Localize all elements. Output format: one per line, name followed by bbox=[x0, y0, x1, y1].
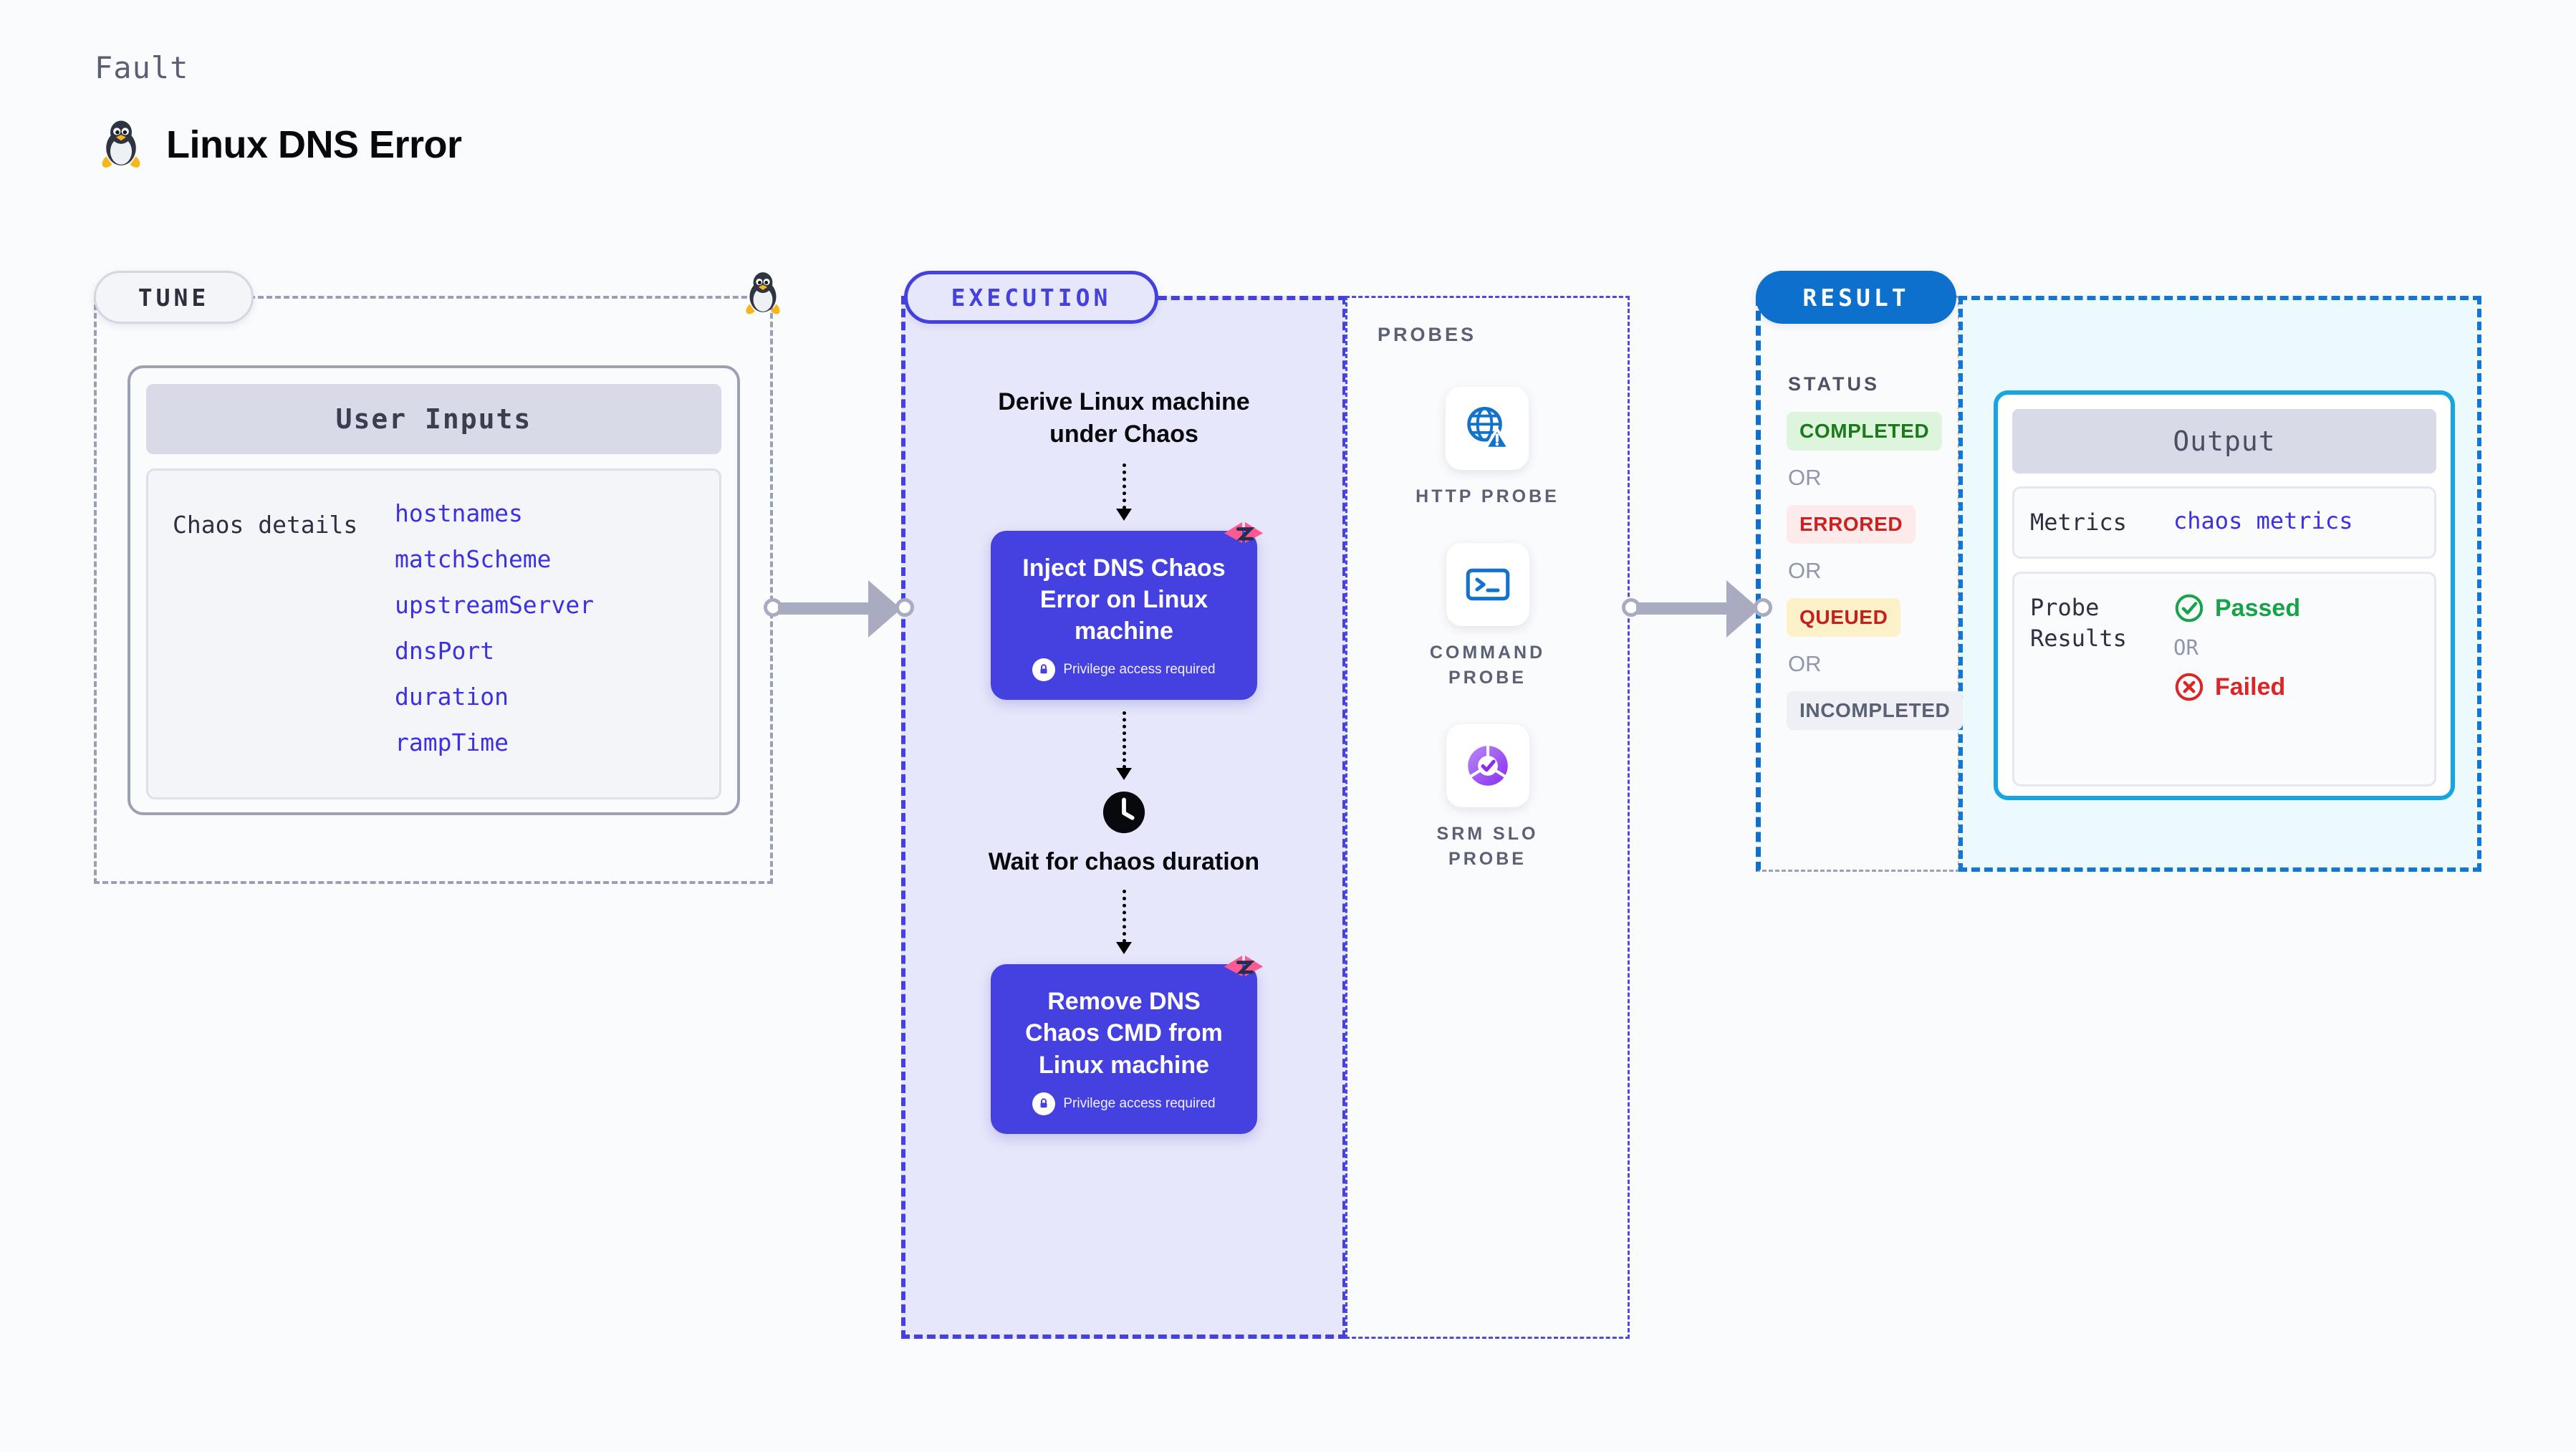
flow-arrow-icon bbox=[1116, 711, 1132, 781]
lock-icon bbox=[1032, 658, 1056, 682]
flow-arrow-icon bbox=[1116, 463, 1132, 521]
chaos-details-row: Chaos details hostnames matchScheme upst… bbox=[146, 468, 721, 799]
page-title: Linux DNS Error bbox=[166, 123, 462, 166]
status-or-label: OR bbox=[1788, 651, 1822, 676]
param-duration[interactable]: duration bbox=[395, 683, 509, 711]
probe-result-failed: Failed bbox=[2173, 671, 2300, 703]
output-probe-results-row: Probe Results Passed OR Failed bbox=[2012, 572, 2436, 787]
probe-result-passed: Passed bbox=[2173, 592, 2300, 624]
status-or-label: OR bbox=[1788, 465, 1822, 490]
output-metrics-value[interactable]: chaos metrics bbox=[2173, 507, 2353, 534]
param-hostnames[interactable]: hostnames bbox=[395, 499, 523, 527]
litmus-ribbon-icon bbox=[1224, 521, 1264, 543]
output-metrics-key: Metrics bbox=[2030, 509, 2127, 536]
output-probe-results-key: Probe Results bbox=[2030, 594, 2127, 653]
litmus-ribbon-icon bbox=[1224, 956, 1264, 977]
terminal-icon bbox=[1466, 568, 1509, 600]
probes-title: PROBES bbox=[1378, 324, 1477, 345]
command-probe-label: COMMAND PROBE bbox=[1429, 642, 1546, 688]
probe-item-command[interactable]: COMMAND PROBE bbox=[1405, 542, 1570, 691]
output-metrics-row: Metrics chaos metrics bbox=[2012, 486, 2436, 559]
remove-card-privilege-text: Privilege access required bbox=[1063, 1095, 1216, 1111]
probe-results-values: Passed OR Failed bbox=[2173, 592, 2300, 703]
probe-item-http[interactable]: HTTP PROBE bbox=[1416, 387, 1559, 510]
linux-penguin-icon bbox=[102, 120, 140, 168]
status-or-label: OR bbox=[1788, 558, 1822, 583]
probes-list: HTTP PROBE COMMAND PROBE bbox=[1345, 387, 1630, 872]
lock-icon bbox=[1032, 1092, 1056, 1115]
status-list: COMPLETED OR ERRORED OR QUEUED OR INCOMP… bbox=[1787, 412, 1966, 730]
execution-step-wait: Wait for chaos duration bbox=[988, 848, 1260, 876]
status-badge-queued: QUEUED bbox=[1787, 598, 1901, 637]
page-title-row: Linux DNS Error bbox=[95, 118, 462, 171]
probe-result-passed-label: Passed bbox=[2215, 594, 2301, 622]
result-pill: RESULT bbox=[1756, 271, 1956, 324]
linux-penguin-icon bbox=[746, 272, 780, 314]
execution-step-remove-card[interactable]: Remove DNS Chaos CMD from Linux machine … bbox=[991, 956, 1264, 1134]
chaos-details-label: Chaos details bbox=[173, 511, 358, 539]
flow-arrow-icon bbox=[1116, 890, 1132, 955]
globe-warning-icon bbox=[1467, 406, 1511, 450]
inject-card-title: Inject DNS Chaos Error on Linux machine bbox=[1022, 554, 1226, 645]
param-ramptime[interactable]: rampTime bbox=[395, 729, 509, 756]
page-eyebrow: Fault bbox=[95, 50, 189, 85]
output-card: Output Metrics chaos metrics Probe Resul… bbox=[1994, 390, 2455, 800]
http-probe-label: HTTP PROBE bbox=[1416, 486, 1559, 506]
command-probe-card[interactable] bbox=[1446, 542, 1529, 626]
probe-item-srm-slo[interactable]: SRM SLO PROBE bbox=[1405, 723, 1570, 872]
connector-tune-to-execution bbox=[764, 580, 914, 638]
srm-slo-donut-icon bbox=[1467, 745, 1508, 786]
user-inputs-card: User Inputs Chaos details hostnames matc… bbox=[128, 365, 740, 815]
check-circle-icon bbox=[2175, 594, 2203, 622]
probe-result-or-label: OR bbox=[2173, 635, 2198, 660]
remove-card-privilege-note: Privilege access required bbox=[1009, 1092, 1239, 1115]
execution-pill: EXECUTION bbox=[904, 271, 1158, 324]
clock-icon bbox=[1102, 792, 1145, 834]
srm-slo-probe-card[interactable] bbox=[1446, 723, 1529, 807]
connector-probes-to-result bbox=[1622, 580, 1772, 638]
status-title: STATUS bbox=[1788, 373, 1880, 395]
probe-result-failed-label: Failed bbox=[2215, 673, 2286, 701]
status-badge-incompleted: INCOMPLETED bbox=[1787, 691, 1964, 730]
param-dnsport[interactable]: dnsPort bbox=[395, 637, 495, 665]
http-probe-card[interactable] bbox=[1446, 387, 1529, 470]
status-badge-errored: ERRORED bbox=[1787, 505, 1916, 544]
srm-slo-probe-label: SRM SLO PROBE bbox=[1436, 823, 1539, 870]
execution-steps: Derive Linux machine under Chaos Inject … bbox=[901, 296, 1347, 1339]
chaos-details-params: hostnames matchScheme upstreamServer dns… bbox=[395, 499, 594, 797]
tune-pill: TUNE bbox=[94, 271, 254, 324]
execution-step-inject-card[interactable]: Inject DNS Chaos Error on Linux machine … bbox=[991, 521, 1264, 701]
tune-panel bbox=[94, 296, 773, 884]
inject-card-privilege-note: Privilege access required bbox=[1009, 658, 1239, 682]
execution-step-derive: Derive Linux machine under Chaos bbox=[998, 388, 1250, 448]
status-badge-completed: COMPLETED bbox=[1787, 412, 1943, 451]
remove-card-title: Remove DNS Chaos CMD from Linux machine bbox=[1025, 988, 1223, 1079]
param-upstreamserver[interactable]: upstreamServer bbox=[395, 591, 595, 619]
output-heading: Output bbox=[2012, 409, 2436, 473]
x-circle-icon bbox=[2175, 673, 2203, 701]
user-inputs-heading: User Inputs bbox=[146, 384, 721, 454]
inject-card-privilege-text: Privilege access required bbox=[1063, 662, 1216, 678]
param-matchscheme[interactable]: matchScheme bbox=[395, 545, 552, 573]
